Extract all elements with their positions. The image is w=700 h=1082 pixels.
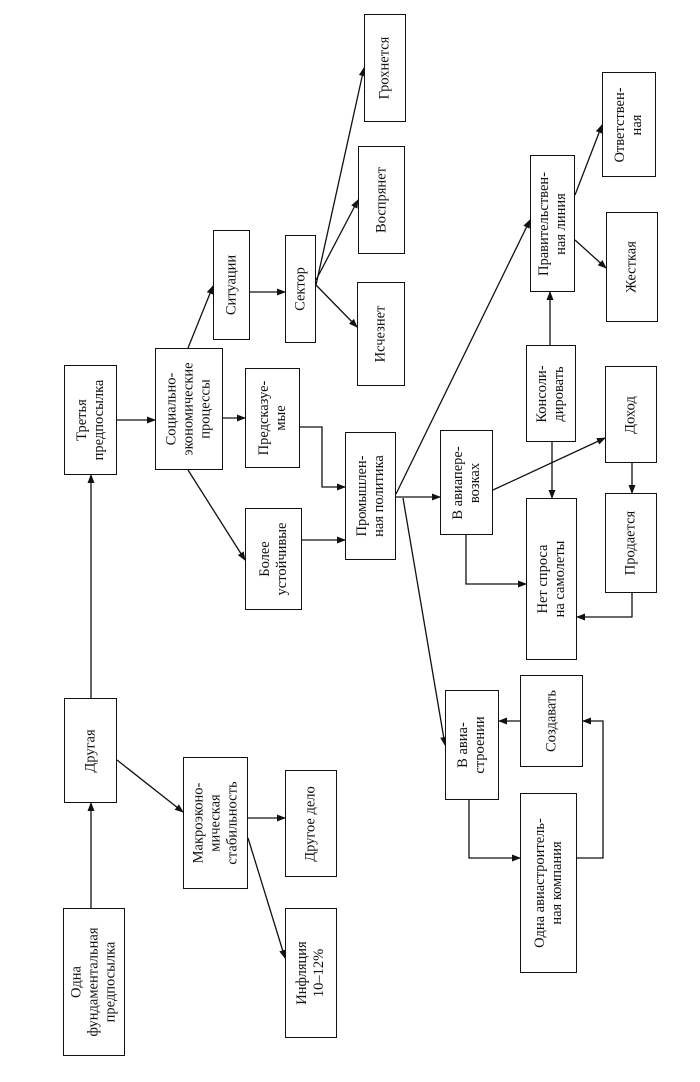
node-responsible: Ответствен-ная: [602, 72, 656, 177]
node-stable-line-2: устойчивые: [273, 522, 290, 596]
node-situations-line-1: Ситуации: [223, 254, 239, 316]
node-income-line-1: Доход: [622, 395, 639, 434]
node-other-matter: Другое дело: [285, 770, 337, 877]
node-crash: Грохнется: [364, 14, 406, 122]
node-no-demand-line-2: на самолеты: [551, 540, 568, 618]
node-other: Другая: [64, 698, 117, 803]
node-aircraft-building-line-1: В авиа-: [455, 722, 471, 768]
node-gov-line-line-2: ная линия: [552, 192, 569, 255]
node-other-line-1: Другая: [82, 728, 98, 773]
node-socio-line-3: процессы: [197, 379, 214, 439]
node-vanish: Исчезнет: [357, 282, 405, 386]
node-third-line-1: Третья: [73, 399, 90, 441]
node-sector-line-1: Сектор: [292, 267, 308, 311]
node-air-transport: В авиапере-возках: [440, 430, 493, 535]
node-crash-line-1: Грохнется: [376, 36, 393, 100]
node-aircraft-building: В авиа-строении: [445, 690, 499, 800]
node-hard: Жесткая: [606, 212, 658, 322]
node-sold-line-1: Продается: [622, 510, 639, 576]
node-other-matter-line-1: Другое дело: [302, 785, 319, 862]
node-create: Создавать: [520, 675, 583, 767]
node-one-company-line-2: ная компания: [548, 841, 565, 925]
node-fundamental-line-1: Одна: [68, 966, 85, 998]
node-one-company-line-1: Одна авиастроитель-: [531, 818, 548, 948]
node-one-company: Одна авиастроитель-ная компания: [520, 793, 577, 973]
node-consolidate-line-1: Консоли-: [534, 364, 550, 423]
node-socio-line-2: экономические: [180, 362, 197, 456]
node-aircraft-building-line-2: строении: [472, 716, 488, 774]
node-no-demand-line-1: Нет спроса: [534, 544, 551, 614]
node-socio-line-1: Социально-: [163, 372, 180, 446]
node-gov-line: Правительствен-ная линия: [530, 155, 575, 292]
node-income: Доход: [605, 366, 657, 463]
node-third-line-2: предпосылка: [90, 379, 107, 461]
node-sold: Продается: [605, 493, 657, 593]
node-consolidate-line-2: дировать: [551, 365, 567, 422]
node-inflation-line-1: Инфляция: [294, 941, 310, 1005]
node-vanish-line-1: Исчезнет: [372, 305, 389, 363]
node-air-transport-line-1: В авиапере-: [449, 445, 466, 520]
node-gov-line-line-1: Правительствен-: [535, 171, 552, 276]
node-industrial-line-2: ная политика: [370, 455, 387, 537]
node-situations: Ситуации: [213, 230, 250, 340]
node-create-line-1: Создавать: [543, 690, 559, 752]
node-consolidate: Консоли-дировать: [526, 345, 576, 442]
node-fundamental-line-3: предпосылка: [102, 941, 119, 1023]
node-sector: Сектор: [285, 235, 316, 343]
node-industrial-line-1: Промышлен-: [353, 455, 370, 537]
node-macro-line-1: Макроэконо-: [190, 782, 206, 864]
node-inflation-line-2: 10–12%: [311, 948, 327, 998]
node-industrial: Промышлен-ная политика: [345, 432, 396, 560]
node-revive-line-1: Воспрянет: [373, 167, 389, 233]
node-revive: Воспрянет: [358, 146, 405, 254]
node-stable-line-1: Более: [256, 541, 273, 577]
node-predictable-line-1: Предсказуе-: [255, 380, 272, 456]
node-fundamental-line-2: фундаментальная: [85, 927, 102, 1037]
node-predictable: Предсказуе-мые: [245, 368, 300, 468]
node-responsible-line-1: Ответствен-: [612, 86, 628, 163]
node-predictable-line-2: мые: [272, 405, 289, 431]
node-air-transport-line-2: возках: [466, 462, 483, 503]
node-hard-line-1: Жесткая: [623, 241, 640, 293]
node-macro-line-2: мическая: [207, 794, 223, 852]
node-responsible-line-2: ная: [629, 114, 645, 135]
node-macro-line-3: стабильность: [224, 781, 240, 865]
